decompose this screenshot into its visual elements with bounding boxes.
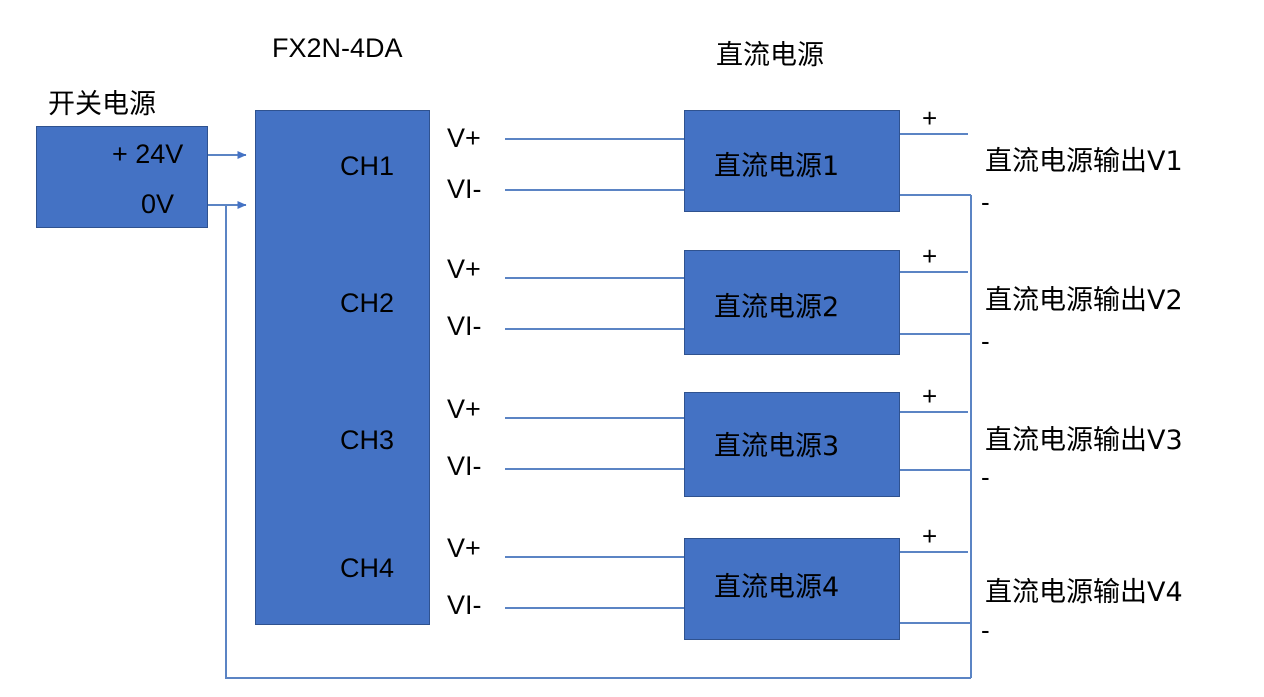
switching-power-supply-box[interactable]	[36, 126, 208, 228]
fx2n-4da-module-box[interactable]	[255, 110, 430, 625]
pin-label-ch2-vplus: V+	[447, 254, 481, 284]
dc-power-title: 直流电源	[716, 40, 824, 71]
pin-label-ch4-vplus: V+	[447, 533, 481, 563]
polarity-plus-2: +	[922, 241, 938, 271]
polarity-plus-3: +	[922, 381, 938, 411]
dc-source-label-1: 直流电源1	[714, 151, 840, 182]
polarity-minus-3: -	[981, 462, 990, 492]
terminal-label-24v: + 24V	[112, 139, 184, 169]
pin-label-ch2-viminus: VI-	[447, 311, 482, 341]
dc-source-box-2[interactable]	[684, 250, 900, 355]
dc-source-label-2: 直流电源2	[714, 292, 840, 323]
dc-source-box-4[interactable]	[684, 538, 900, 640]
dc-output-label-3: 直流电源输出V3	[985, 425, 1183, 456]
dc-source-label-3: 直流电源3	[714, 431, 840, 462]
pin-label-ch1-viminus: VI-	[447, 174, 482, 204]
pin-label-ch3-vplus: V+	[447, 394, 481, 424]
polarity-minus-1: -	[981, 187, 990, 217]
dc-source-box-1[interactable]	[684, 110, 900, 212]
polarity-minus-2: -	[981, 326, 990, 356]
channel-label-ch1: CH1	[340, 151, 395, 181]
switching-power-title: 开关电源	[48, 89, 156, 120]
polarity-plus-4: +	[922, 521, 938, 551]
pin-label-ch4-viminus: VI-	[447, 590, 482, 620]
pin-label-ch1-vplus: V+	[447, 123, 481, 153]
dc-output-label-2: 直流电源输出V2	[985, 285, 1183, 316]
dc-source-label-4: 直流电源4	[714, 572, 840, 603]
terminal-label-0v: 0V	[141, 189, 175, 219]
dc-output-label-4: 直流电源输出V4	[985, 577, 1183, 608]
dc-source-box-3[interactable]	[684, 392, 900, 497]
channel-label-ch4: CH4	[340, 553, 395, 583]
pin-label-ch3-viminus: VI-	[447, 451, 482, 481]
dc-output-label-1: 直流电源输出V1	[985, 146, 1183, 177]
channel-label-ch2: CH2	[340, 288, 395, 318]
module-title: FX2N-4DA	[272, 33, 403, 63]
polarity-plus-1: +	[922, 103, 938, 133]
polarity-minus-4: -	[981, 615, 990, 645]
channel-label-ch3: CH3	[340, 425, 395, 455]
